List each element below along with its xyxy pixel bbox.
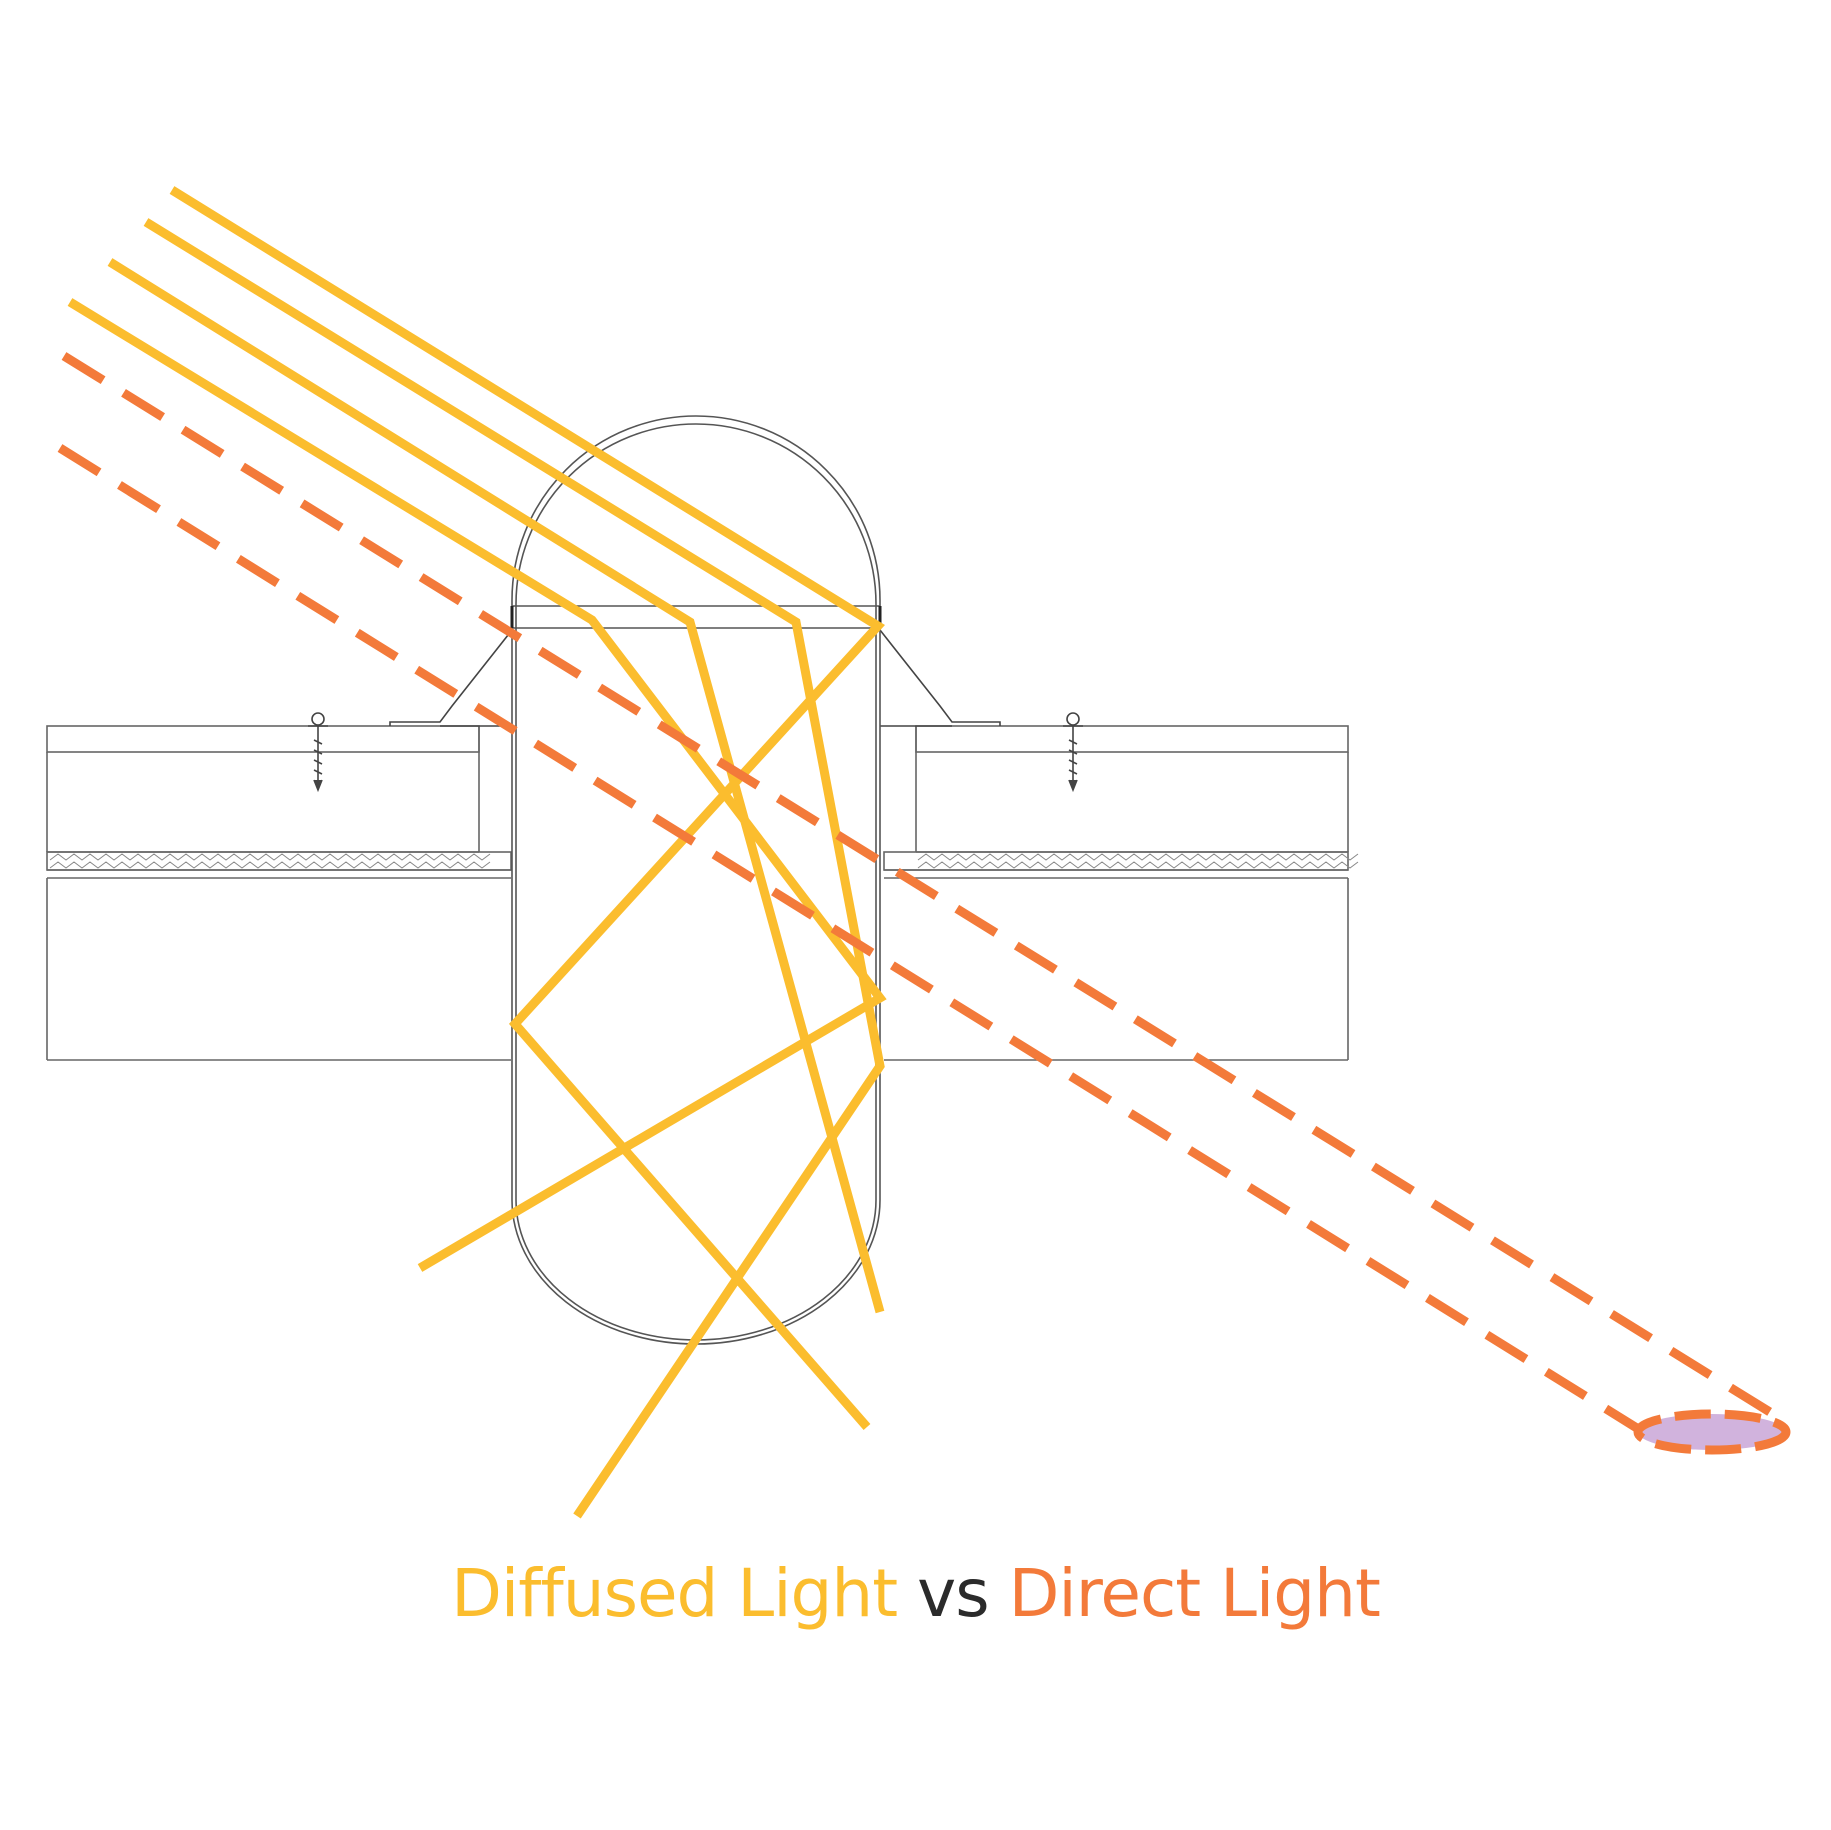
light-spot <box>1633 1409 1791 1455</box>
diffused-ray-4 <box>67 298 887 1272</box>
screw-left <box>308 712 328 793</box>
insulation-hatch-left <box>49 853 491 869</box>
direct-ray-2 <box>57 444 1643 1434</box>
diffused-ray-3 <box>107 258 885 1314</box>
caption: Diffused Light vs Direct Light <box>0 1555 1831 1632</box>
diffused-ray-2 <box>143 218 885 1519</box>
roof-section-left <box>46 725 512 1061</box>
diffused-light-rays <box>67 186 887 1519</box>
diffused-ray-1 <box>169 186 885 1430</box>
insulation-hatch-right <box>917 853 1359 869</box>
screw-right <box>1063 712 1083 793</box>
caption-direct-light: Direct Light <box>1008 1555 1381 1632</box>
caption-diffused-light: Diffused Light <box>451 1555 898 1632</box>
roof-section-right <box>883 725 1349 1061</box>
direct-ray-1 <box>61 352 1789 1426</box>
caption-vs: vs <box>897 1555 1009 1632</box>
direct-light-rays <box>57 352 1789 1434</box>
